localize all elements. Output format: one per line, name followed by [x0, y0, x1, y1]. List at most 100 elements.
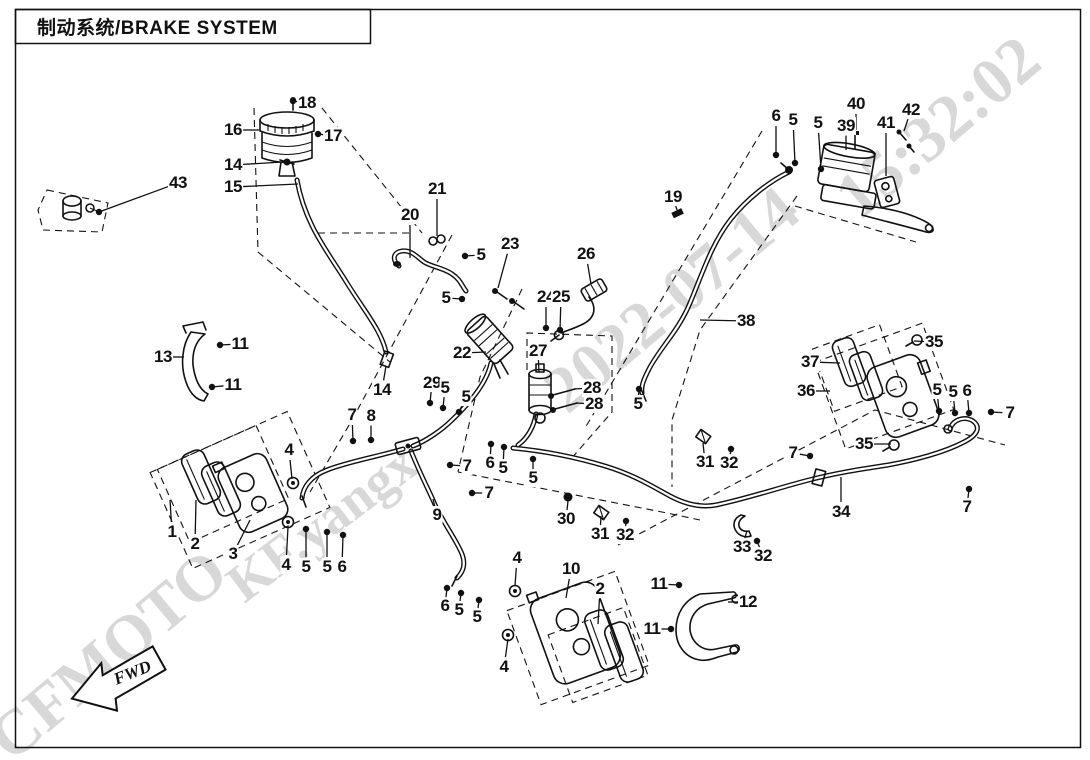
part-dot [772, 151, 780, 159]
part-callout-label: 29 [422, 373, 442, 393]
leader-line [285, 526, 289, 556]
leader-line [236, 519, 251, 546]
leader-line [497, 253, 508, 289]
part-callout-label: 5 [321, 557, 333, 577]
part-callout-label: 35 [924, 332, 944, 352]
part-dot [367, 436, 375, 444]
part-dot [468, 489, 476, 497]
leader-line [341, 534, 344, 558]
part-dot [806, 452, 814, 460]
leader-line [565, 578, 570, 599]
hose-clamps-and-clips [394, 428, 827, 538]
title-box-border [14, 8, 372, 45]
part-dot [475, 596, 483, 604]
part-callout-label: 24 [536, 287, 556, 307]
part-callout-label: 5 [632, 394, 644, 414]
leader-line [504, 638, 509, 658]
part-callout-label: 5 [439, 378, 451, 398]
part-callout-label: 5 [787, 110, 799, 130]
part-43-drawing [62, 195, 98, 221]
part-dot [339, 531, 347, 539]
part-callout-label: 6 [439, 596, 451, 616]
part-callout-label: 7 [1004, 403, 1016, 423]
part-callout-label: 42 [901, 100, 921, 120]
part-callout-label: 5 [527, 468, 539, 488]
part-callout-label: 32 [719, 453, 739, 473]
part-dot [727, 445, 735, 453]
part-dot [487, 440, 495, 448]
part-dot [542, 324, 550, 332]
leader-line [818, 132, 822, 170]
part-dot [208, 383, 216, 391]
part-callout-label: 11 [642, 619, 662, 639]
part-callout-label: 7 [787, 443, 799, 463]
part-callout-label: 32 [753, 546, 773, 566]
part-dot [965, 485, 973, 493]
leader-line [566, 500, 569, 512]
part-callout-label: 32 [615, 525, 635, 545]
master-cylinder-22-drawing [464, 313, 514, 379]
part-callout-label: 11 [230, 334, 250, 354]
part-dot [216, 341, 224, 349]
part-dot [458, 295, 466, 303]
part-callout-label: 8 [365, 406, 377, 426]
part-callout-label: 1 [166, 522, 178, 542]
part-callout-label: 6 [770, 106, 782, 126]
leader-line [382, 365, 387, 381]
part-callout-label: 28 [584, 394, 604, 414]
part-dot [965, 409, 973, 417]
projection-dashed-lines [37, 107, 1006, 706]
part-dot [500, 443, 508, 451]
part-callout-label: 31 [590, 524, 610, 544]
part-callout-label: 5 [440, 288, 452, 308]
part-callout-label: 11 [649, 574, 669, 594]
part-callout-label: 23 [500, 234, 520, 254]
part-dot [314, 130, 322, 138]
part-callout-label: 22 [452, 343, 472, 363]
part-callout-label: 4 [283, 440, 295, 460]
part-dot [446, 461, 454, 469]
part-dot [667, 625, 675, 633]
part-callout-label: 33 [732, 537, 752, 557]
part-callout-label: 5 [497, 458, 509, 478]
leader-line [289, 459, 293, 480]
bracket-13-drawing [181, 321, 209, 402]
part-callout-label: 25 [551, 287, 571, 307]
leader-line [587, 263, 592, 285]
brake-hoses [294, 162, 980, 587]
part-callout-label: 6 [961, 381, 973, 401]
part-callout-label: 5 [475, 245, 487, 265]
part-callout-label: 15 [223, 177, 243, 197]
part-dot [95, 208, 103, 216]
part-callout-label: 18 [297, 93, 317, 113]
part-dot [443, 584, 451, 592]
part-callout-label: 2 [189, 534, 201, 554]
part-dot [455, 408, 463, 416]
front-right-caliper-drawing [501, 581, 645, 685]
part-dot [635, 385, 643, 393]
part-callout-label: 34 [831, 502, 851, 522]
part-dot [675, 581, 683, 589]
part-dot [349, 437, 357, 445]
part-callout-label: 2 [594, 579, 606, 599]
part-callout-label: 5 [931, 380, 943, 400]
part-callout-label: 10 [561, 559, 581, 579]
title-box: 制动系统/BRAKE SYSTEM [15, 9, 371, 44]
part-callout-label: 19 [663, 187, 683, 207]
part-callout-label: 37 [800, 352, 820, 372]
leader-line [537, 359, 540, 373]
part-callout-label: 39 [836, 116, 856, 136]
part-callout-label: 43 [168, 173, 188, 193]
part-callout-label: 26 [576, 244, 596, 264]
part-callout-label: 6 [336, 557, 348, 577]
part-callout-label: 9 [431, 505, 443, 525]
part-dot [323, 528, 331, 536]
part-callout-label: 6 [484, 453, 496, 473]
leader-line [242, 183, 299, 188]
part-callout-label: 4 [498, 657, 510, 677]
pipe-20-drawing [391, 234, 525, 310]
part-callout-label: 4 [280, 555, 292, 575]
